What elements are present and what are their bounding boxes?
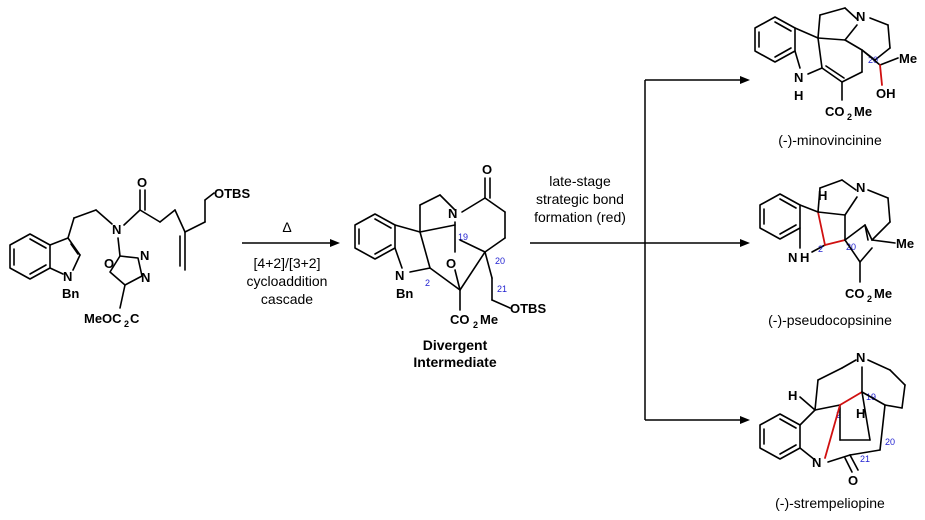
p1-indole-n: N <box>794 70 803 85</box>
starting-material: N Bn N O OTBS O N N MeOC 2 C <box>9 175 250 329</box>
sm-ring-o: O <box>104 256 114 271</box>
p3-h1-label: H <box>788 388 797 403</box>
int-num-19: 19 <box>458 232 468 242</box>
sm-benzene-ring <box>9 233 51 280</box>
int-indoline-n: N <box>395 268 404 283</box>
int-ester-sub: 2 <box>473 320 478 330</box>
reagent-heat: Δ <box>282 219 291 235</box>
p3-name: (-)-strempeliopine <box>775 495 885 511</box>
p2-h-label: H <box>818 188 827 203</box>
p1-name: (-)-minovincinine <box>778 132 882 148</box>
p2-me-label: Me <box>896 236 914 251</box>
branch-arrows: late-stage strategic bond formation (red… <box>530 76 750 424</box>
branch-arrowhead-middle <box>740 239 750 247</box>
int-ketone-o: O <box>482 162 492 177</box>
p1-ester-me: Me <box>854 104 872 119</box>
int-benzene-ring <box>354 213 396 260</box>
product-minovincinine: N H N 20 Me OH CO 2 Me (-)-minovincinine <box>754 7 917 148</box>
product-strempeliopine: N H N 2 19 H O 21 20 (-)-strempeliopine <box>759 350 906 511</box>
reagent-line-3: cascade <box>261 291 313 307</box>
int-lactam-n: N <box>448 206 457 221</box>
p1-ester-sub: 2 <box>847 112 852 122</box>
branch-arrowhead-top <box>740 76 750 84</box>
p3-num-2: 2 <box>836 410 841 420</box>
sm-ester-label: MeOC <box>84 311 122 326</box>
p3-h2-label: H <box>856 406 865 421</box>
int-num-20: 20 <box>495 256 505 266</box>
p1-n-label: N <box>856 9 865 24</box>
p1-ester-label: CO <box>825 104 845 119</box>
p2-nh-h: H <box>800 250 809 265</box>
p2-benzene-ring <box>759 193 801 240</box>
divergent-intermediate: N Bn 2 N 19 O CO 2 Me O 20 21 OTBS Diver… <box>354 162 546 370</box>
p3-indole-n: N <box>812 455 821 470</box>
int-benzyl-label: Bn <box>396 286 413 301</box>
p1-benzene-ring <box>754 16 796 63</box>
sm-ring-n1: N <box>140 248 149 263</box>
p3-num-20: 20 <box>885 437 895 447</box>
int-bridge-o: O <box>446 256 456 271</box>
p2-ester-me: Me <box>874 286 892 301</box>
p1-indole-h: H <box>794 88 803 103</box>
sm-amide-n: N <box>112 222 121 237</box>
p1-me-label: Me <box>899 51 917 66</box>
branch-label-line-2: strategic bond <box>536 191 624 207</box>
p1-oh-label: OH <box>876 86 896 101</box>
sm-carbonyl-o: O <box>137 175 147 190</box>
p3-num-21: 21 <box>860 454 870 464</box>
p3-benzene-ring <box>759 413 801 460</box>
int-ester-me: Me <box>480 312 498 327</box>
int-caption-line-2: Intermediate <box>413 354 496 370</box>
p2-n-label: N <box>856 180 865 195</box>
sm-oxadiazole-ring <box>109 255 143 286</box>
cascade-arrowhead <box>330 239 340 247</box>
int-ester-label: CO <box>450 312 470 327</box>
cascade-arrow-group: Δ [4+2]/[3+2] cycloaddition cascade <box>242 219 340 307</box>
branch-arrowhead-bottom <box>740 416 750 424</box>
sm-benzyl-label: Bn <box>62 286 79 301</box>
sm-indole-n: N <box>63 269 72 284</box>
p2-num-20: 20 <box>846 242 856 252</box>
p2-nh-n: N <box>788 250 797 265</box>
p3-n-top: N <box>856 350 865 365</box>
product-pseudocopsinine: N H 2 20 N Me CO 2 Me H (-)-pseudocopsin… <box>759 179 914 328</box>
p3-carbonyl-o: O <box>848 473 858 488</box>
p2-name: (-)-pseudocopsinine <box>768 312 892 328</box>
p2-num-2: 2 <box>818 244 823 254</box>
sm-ring-n2: N <box>141 270 150 285</box>
sm-ester-sub: 2 <box>124 319 129 329</box>
int-num-21: 21 <box>497 284 507 294</box>
int-otbs-label: OTBS <box>510 301 546 316</box>
sm-ester-c: C <box>130 311 140 326</box>
sm-otbs-label: OTBS <box>214 186 250 201</box>
p2-ester-label: CO <box>845 286 865 301</box>
reagent-line-1: [4+2]/[3+2] <box>254 255 321 271</box>
branch-label-line-3: formation (red) <box>534 209 626 225</box>
int-caption-line-1: Divergent <box>423 337 488 353</box>
int-num-2: 2 <box>425 278 430 288</box>
branch-label-line-1: late-stage <box>549 173 611 189</box>
reagent-line-2: cycloaddition <box>247 273 328 289</box>
p2-ester-sub: 2 <box>867 294 872 304</box>
